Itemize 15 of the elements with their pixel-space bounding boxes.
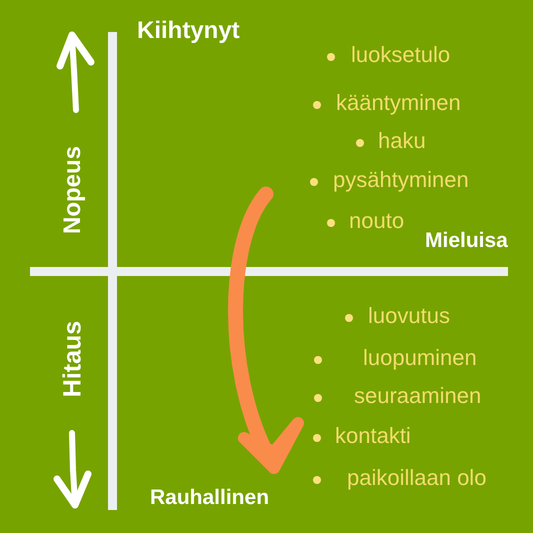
list-item: paikoillaan olo	[347, 465, 486, 491]
list-item: seuraaminen	[354, 383, 482, 409]
list-item: luopuminen	[363, 345, 477, 371]
axis-label: Nopeus	[61, 146, 85, 234]
axis-label: Hitaus	[60, 320, 86, 398]
axis-label: Rauhallinen	[150, 487, 270, 508]
list-item: pysähtyminen	[333, 167, 469, 193]
axis-label: Kiihtynyt	[137, 19, 240, 43]
list-item: haku	[378, 128, 426, 154]
list-item: luoksetulo	[351, 42, 450, 68]
axis-label: Mieluisa	[425, 230, 508, 251]
list-item: nouto	[349, 208, 404, 234]
list-item: kontakti	[335, 423, 411, 449]
list-item: kääntyminen	[336, 90, 461, 116]
list-item: luovutus	[368, 303, 450, 329]
